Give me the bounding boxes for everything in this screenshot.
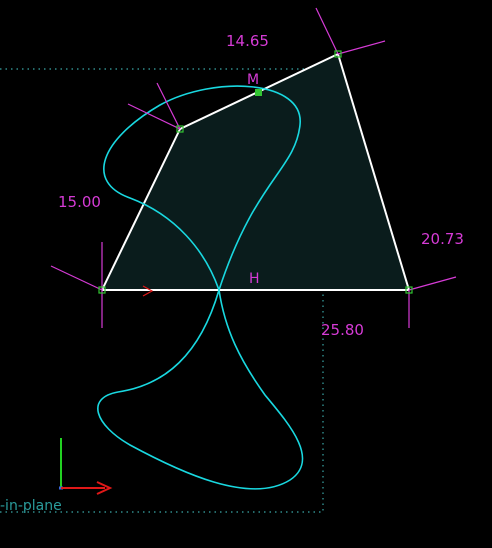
vertex-bottom-left[interactable] bbox=[98, 286, 106, 294]
ext-bottom-right-1 bbox=[408, 276, 457, 291]
base-point-label: H bbox=[249, 271, 260, 287]
dimension-left[interactable]: 15.00 bbox=[58, 193, 101, 211]
dimension-top[interactable]: 14.65 bbox=[226, 32, 269, 50]
ext-top-right-2 bbox=[337, 40, 386, 55]
edge-left[interactable] bbox=[101, 128, 181, 291]
quadrilateral-face[interactable] bbox=[102, 54, 409, 290]
ext-bottom-left-1 bbox=[50, 265, 103, 291]
dimension-extension-lines bbox=[50, 7, 457, 328]
vertex-bottom-right[interactable] bbox=[405, 286, 413, 294]
base-direction-marker bbox=[142, 285, 154, 297]
dimension-bottom[interactable]: 25.80 bbox=[321, 321, 364, 339]
ext-top-left-2 bbox=[127, 103, 181, 130]
axis-x-arrowhead-icon bbox=[96, 481, 113, 495]
vertex-top-left[interactable] bbox=[176, 125, 184, 133]
ext-top-right-1 bbox=[315, 7, 339, 55]
vertex-top-right[interactable] bbox=[334, 50, 342, 58]
midpoint-label: M bbox=[247, 72, 259, 88]
coordinate-system-label: -in-plane bbox=[0, 498, 62, 514]
midpoint-marker[interactable] bbox=[255, 89, 262, 96]
coordinate-triad bbox=[59, 438, 113, 495]
ext-top-left-1 bbox=[156, 82, 181, 130]
figure-eight-curve[interactable] bbox=[97, 85, 304, 490]
dimension-right[interactable]: 20.73 bbox=[421, 230, 464, 248]
vertices bbox=[98, 50, 413, 294]
edge-right[interactable] bbox=[337, 53, 410, 291]
